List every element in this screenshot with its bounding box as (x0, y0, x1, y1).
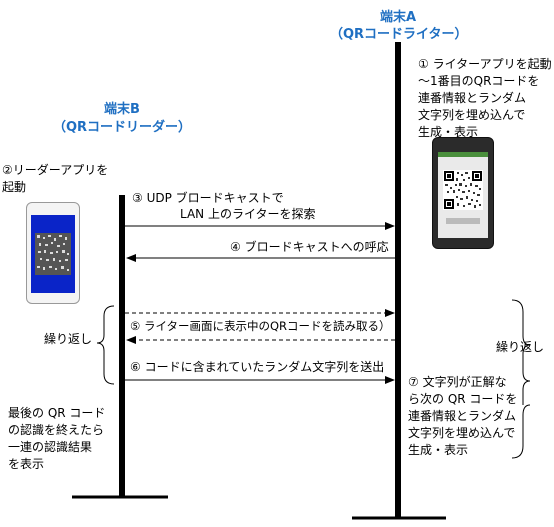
device-a-phone-image (432, 137, 494, 249)
loop-label-right: 繰り返し (496, 340, 545, 354)
loop-label-left: 繰り返し (44, 332, 93, 346)
loop-brace-left (96, 305, 115, 385)
terminal-b-title: 端末B (104, 102, 140, 117)
device-a-screen (438, 152, 488, 238)
message-6-label: ⑥ コードに含まれていたランダム文字列を送出 (130, 360, 385, 374)
loop-brace-right-upper (511, 299, 531, 372)
terminal-a-subtitle: （QRコードライター） (330, 27, 468, 42)
final-result-note: 最後の QR コード の認識を終えたら 一連の認識結果 を表示 (8, 406, 106, 471)
terminal-b-subtitle: （QRコードリーダー） (52, 120, 192, 135)
device-b-phone-image (26, 202, 80, 304)
message-3-label-line1: ③ UDP ブロードキャストで (132, 191, 284, 205)
qr-code-icon (443, 170, 483, 210)
step-2-note: ②リーダーアプリを 起動 (2, 163, 109, 194)
step-1-note: ① ライターアプリを起動 ～1番目のQRコードを 連番情報とランダム 文字列を埋… (418, 57, 552, 139)
message-3-label-line2: LAN 上のライターを探索 (180, 207, 316, 221)
camera-view-qr-icon (35, 233, 71, 275)
message-5-label: ⑤ ライター画面に表示中のQRコードを読み取る） (130, 319, 391, 333)
terminal-a-title: 端末A (379, 10, 417, 25)
message-4-label: ④ ブロードキャストへの呼応 (230, 240, 389, 254)
step-7-note: ⑦ 文字列が正解な ら次の QR コードを 連番情報とランダム 文字列を埋め込ん… (408, 375, 518, 457)
device-b-screen (31, 215, 75, 293)
